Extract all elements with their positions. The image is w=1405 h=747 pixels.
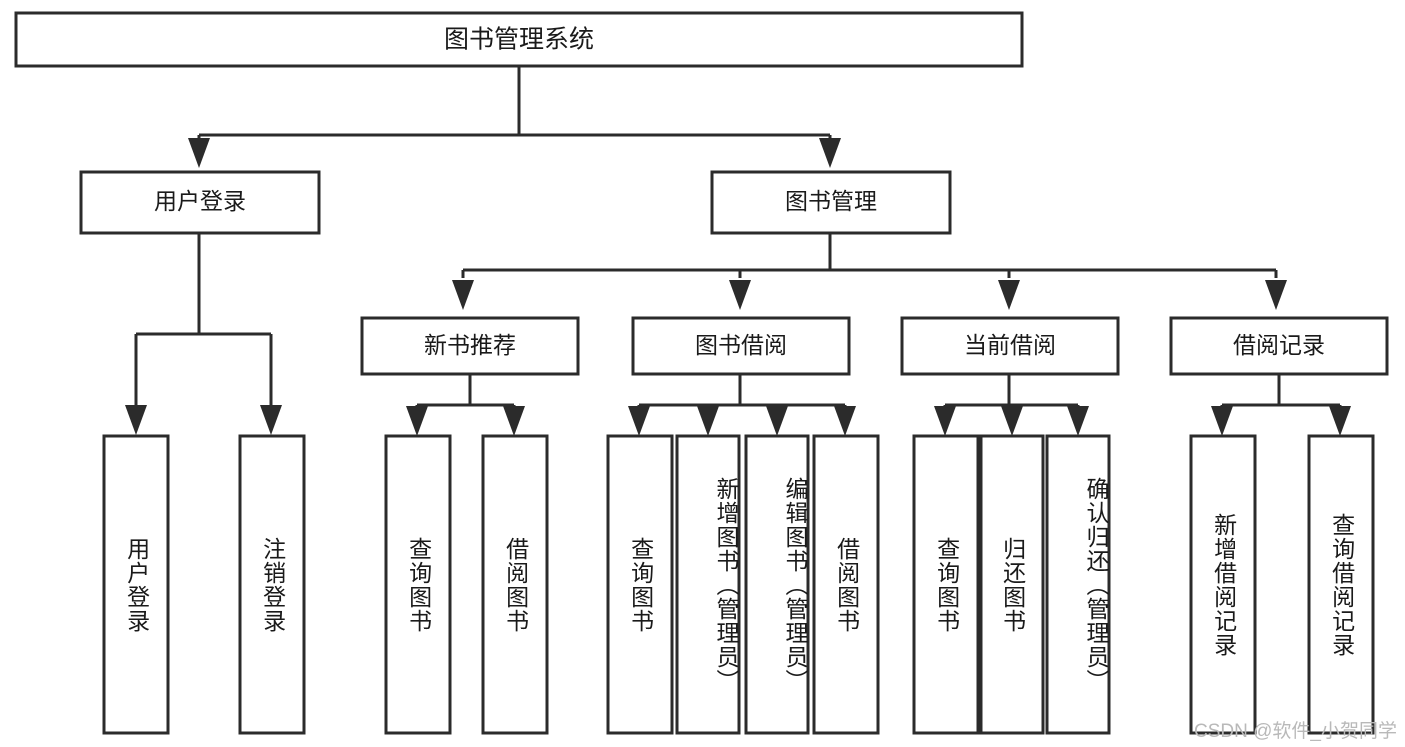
arrow-borrow-record-to-leaf-2	[1329, 406, 1351, 436]
arrow-current-borrow-to-leaf-1	[934, 406, 956, 436]
node-leaf-query-record[interactable]	[1307, 434, 1375, 735]
arrow-current-borrow-to-leaf-2	[1001, 406, 1023, 436]
node-book-manage[interactable]: 图书管理	[710, 170, 952, 235]
node-current-borrow[interactable]: 当前借阅	[900, 316, 1120, 376]
arrow-book-manage-to-borrow-record	[1265, 280, 1287, 310]
connector-group-book-borrow	[637, 375, 847, 410]
arrow-book-borrow-to-leaf-1	[628, 406, 650, 436]
arrow-book-manage-to-book-borrow	[729, 280, 751, 310]
arrow-root-to-user-login	[188, 138, 210, 168]
node-current-borrow-label: 当前借阅	[964, 332, 1056, 358]
arrow-book-borrow-to-leaf-3	[766, 406, 788, 436]
connector-group-borrow-record	[1220, 375, 1342, 410]
node-user-login-label: 用户登录	[154, 188, 246, 214]
connector-group-current-borrow	[943, 375, 1080, 410]
node-leaf-query-book-3[interactable]	[912, 434, 980, 735]
arrow-user-login-to-leaf-1	[125, 405, 147, 435]
node-leaf-confirm-return[interactable]	[1045, 434, 1111, 735]
node-leaf-logout-login[interactable]	[238, 434, 306, 735]
connector-user-login-drops	[134, 334, 273, 408]
connector-group-book-manage	[461, 233, 1278, 278]
node-leaf-query-book-1[interactable]	[384, 434, 452, 735]
node-leaf-return-book[interactable]	[979, 434, 1045, 735]
node-root[interactable]: 图书管理系统	[14, 11, 1024, 68]
node-root-label: 图书管理系统	[444, 26, 594, 54]
arrow-borrow-record-to-leaf-1	[1211, 406, 1233, 436]
arrow-user-login-to-leaf-2	[260, 405, 282, 435]
arrow-new-book-to-leaf-2	[503, 406, 525, 436]
node-book-borrow-label: 图书借阅	[695, 332, 787, 358]
arrow-current-borrow-to-leaf-3	[1067, 406, 1089, 436]
node-leaf-edit-book[interactable]	[744, 434, 810, 735]
node-user-login[interactable]: 用户登录	[79, 170, 321, 235]
node-leaf-add-record[interactable]	[1189, 434, 1257, 735]
node-new-book-recommend[interactable]: 新书推荐	[360, 316, 580, 376]
node-book-borrow[interactable]: 图书借阅	[631, 316, 851, 376]
arrow-book-borrow-to-leaf-4	[834, 406, 856, 436]
node-new-book-recommend-label: 新书推荐	[424, 332, 516, 358]
node-leaf-user-login[interactable]	[102, 434, 170, 735]
arrow-book-manage-to-current-borrow	[998, 280, 1020, 310]
arrow-book-borrow-to-leaf-2	[697, 406, 719, 436]
arrow-new-book-to-leaf-1	[406, 406, 428, 436]
connector-group-root	[197, 66, 832, 140]
arrow-book-manage-to-new-book	[452, 280, 474, 310]
node-book-manage-label: 图书管理	[785, 188, 877, 214]
arrow-root-to-book-manage	[819, 138, 841, 168]
node-leaf-query-book-2[interactable]	[606, 434, 674, 735]
connector-group-new-book-recommend	[415, 375, 516, 410]
connector-group-user-login	[134, 233, 273, 340]
node-leaf-borrow-book-2[interactable]	[812, 434, 880, 735]
node-leaf-borrow-book-1[interactable]	[481, 434, 549, 735]
node-borrow-record-label: 借阅记录	[1233, 332, 1325, 358]
watermark: CSDN @软件_小贺同学	[1194, 721, 1397, 742]
node-borrow-record[interactable]: 借阅记录	[1169, 316, 1389, 376]
node-leaf-add-book[interactable]	[675, 434, 741, 735]
